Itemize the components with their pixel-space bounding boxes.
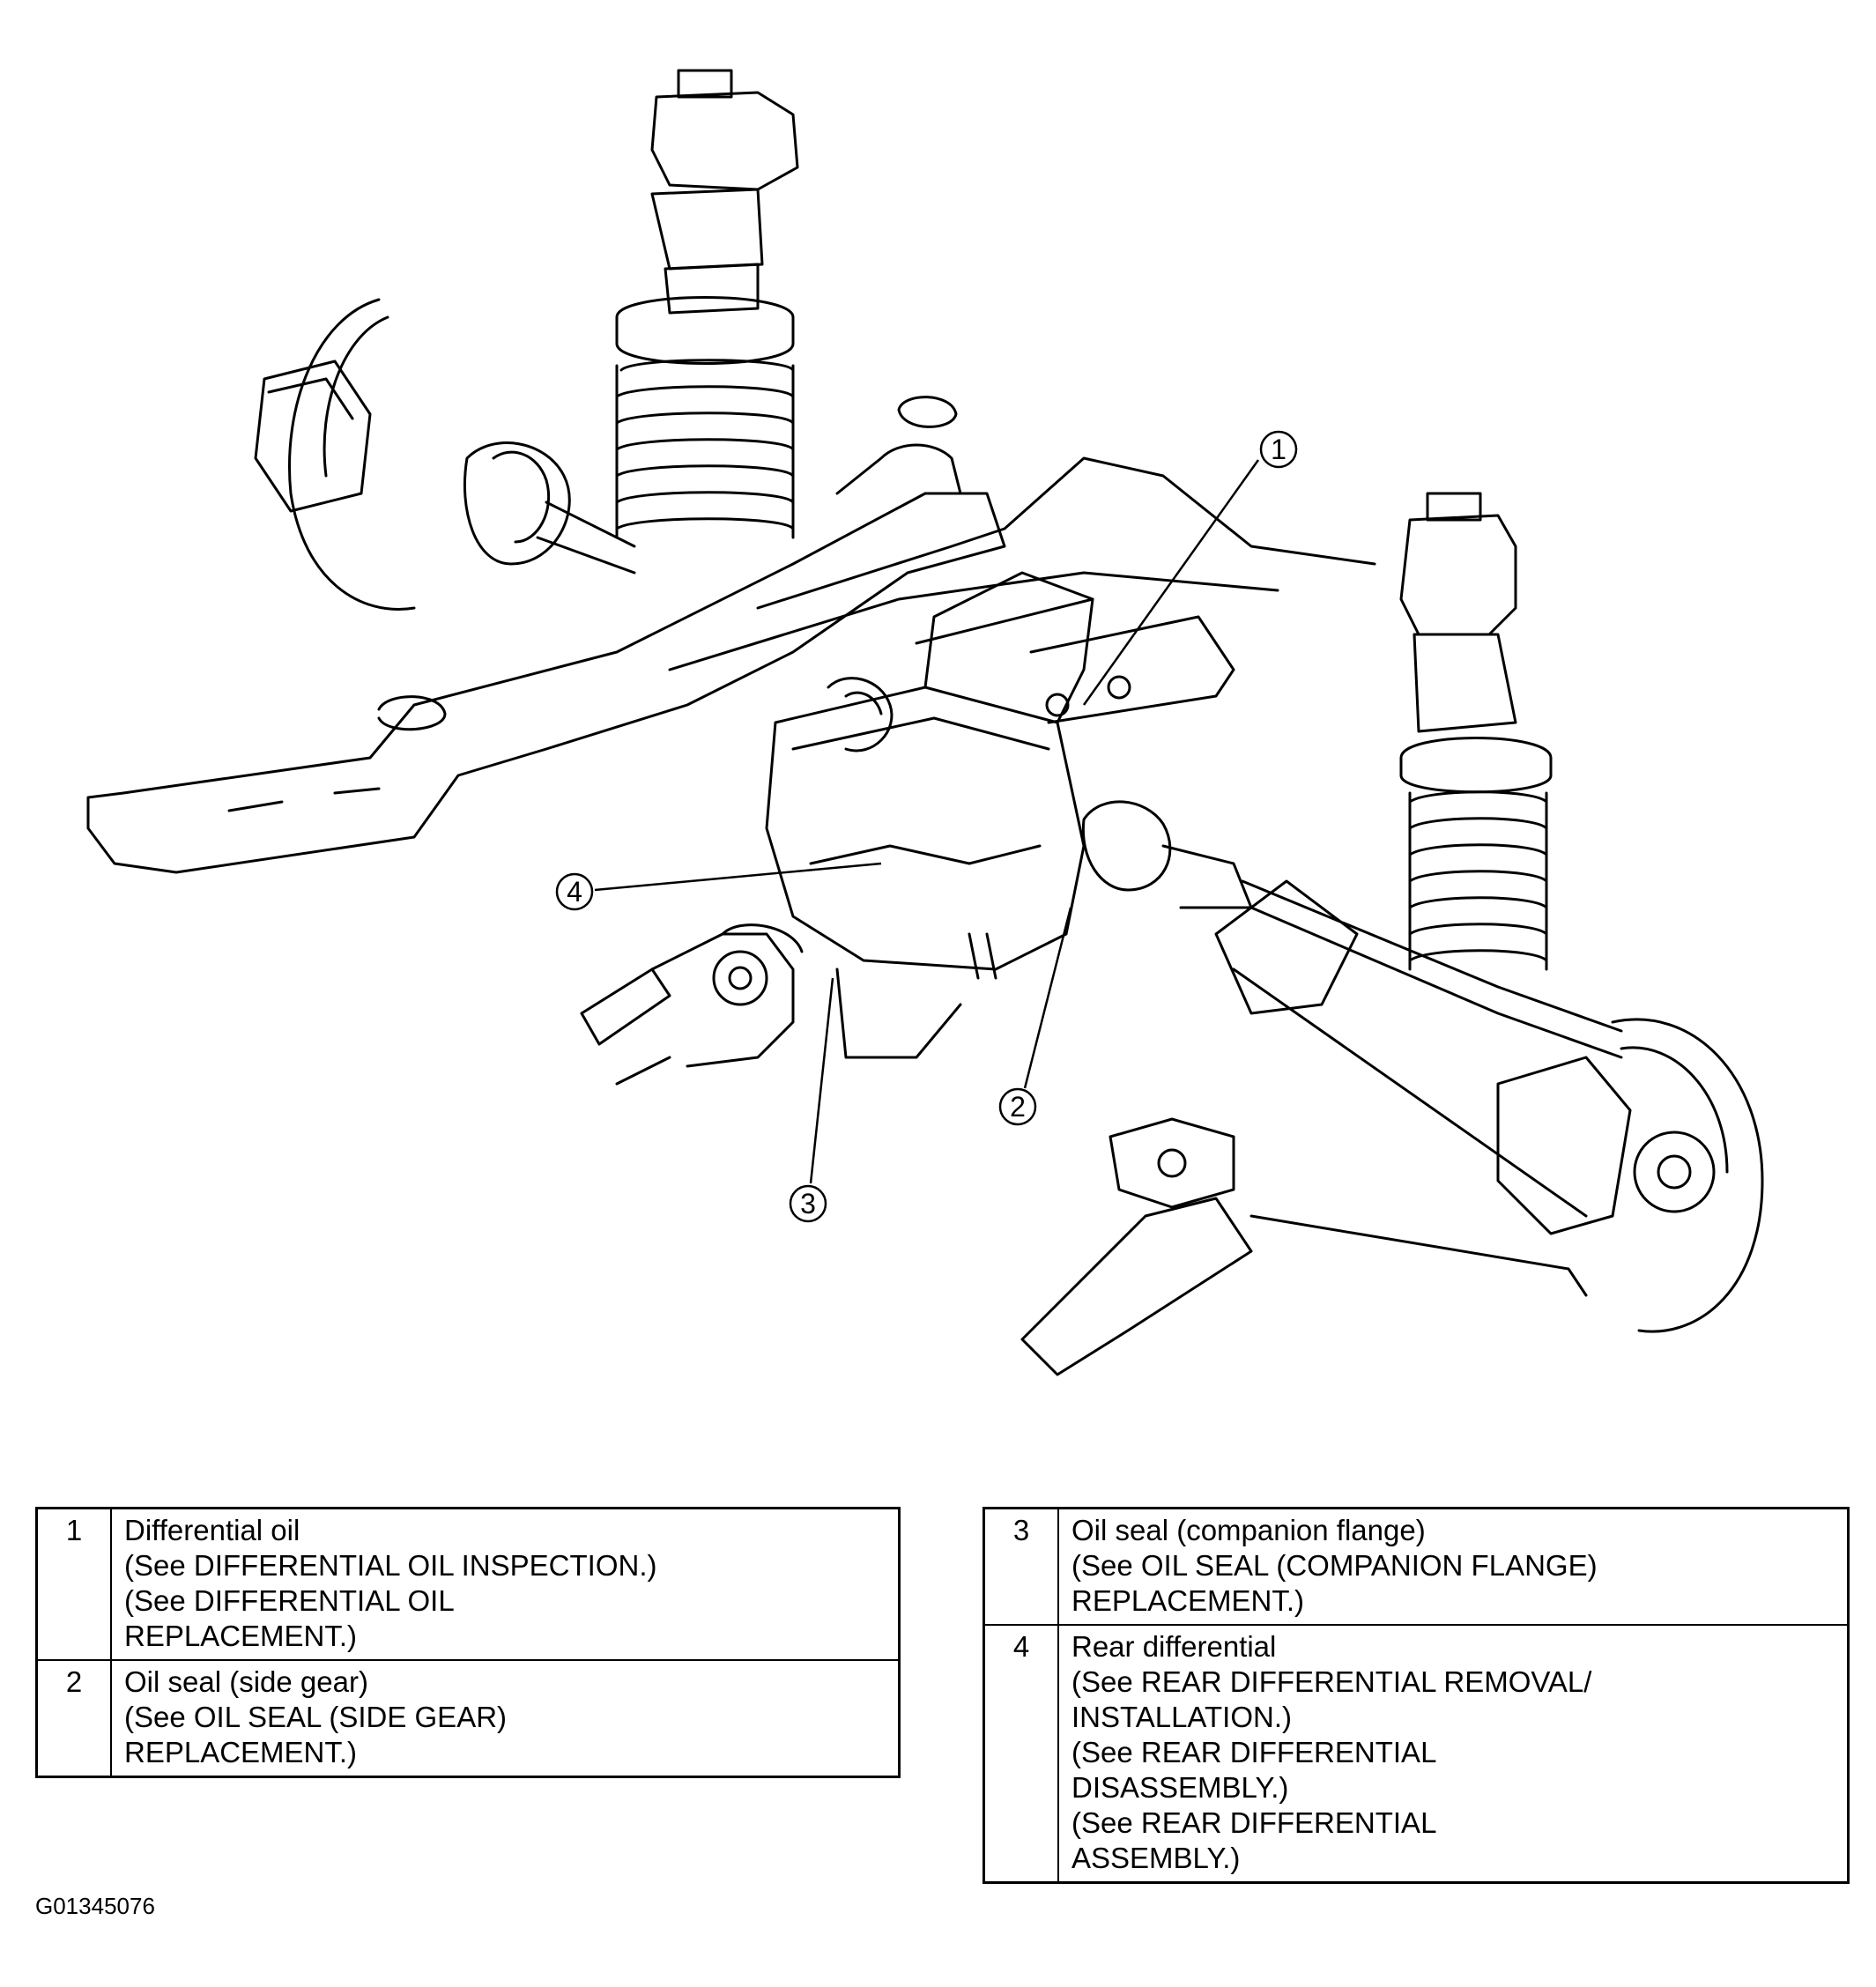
callout-3: 3 <box>789 1184 827 1223</box>
rear-differential-housing <box>765 571 1235 1059</box>
callout-1: 1 <box>1259 430 1298 469</box>
svg-text:1: 1 <box>1271 434 1287 465</box>
legend-reference: REPLACEMENT.) <box>1071 1584 1305 1617</box>
legend-reference: (See OIL SEAL (COMPANION FLANGE) <box>1071 1549 1598 1582</box>
legend-reference: DISASSEMBLY.) <box>1071 1771 1289 1804</box>
legend-reference: REPLACEMENT.) <box>124 1736 358 1768</box>
svg-text:4: 4 <box>567 876 582 908</box>
legend-description: Oil seal (companion flange) (See OIL SEA… <box>1057 1507 1850 1626</box>
right-brake-rotor <box>1496 1018 1764 1333</box>
legend-item-title: Oil seal (side gear) <box>124 1665 368 1698</box>
figure-code: G01345076 <box>35 1893 155 1919</box>
legend-row: 1 Differential oil (See DIFFERENTIAL OIL… <box>35 1507 901 1661</box>
legend-number: 1 <box>35 1507 112 1661</box>
callout-4: 4 <box>555 872 594 911</box>
right-lower-control-arm <box>1020 879 1588 1376</box>
legend-item-title: Oil seal (companion flange) <box>1071 1514 1426 1546</box>
legend-table-right: 3 Oil seal (companion flange) (See OIL S… <box>982 1507 1850 1884</box>
legend-reference: (See REAR DIFFERENTIAL REMOVAL/ <box>1071 1665 1592 1698</box>
svg-text:2: 2 <box>1010 1091 1026 1123</box>
subframe-crossmember <box>86 396 1376 874</box>
left-drive-shaft <box>463 441 636 575</box>
legend-number: 2 <box>35 1659 112 1778</box>
legend-row: 2 Oil seal (side gear) (See OIL SEAL (SI… <box>35 1659 901 1778</box>
legend-description: Rear differential (See REAR DIFFERENTIAL… <box>1057 1624 1850 1884</box>
legend-reference: ASSEMBLY.) <box>1071 1842 1241 1874</box>
left-shock-absorber <box>615 69 799 539</box>
legend-reference: INSTALLATION.) <box>1071 1701 1292 1733</box>
legend-row: 4 Rear differential (See REAR DIFFERENTI… <box>982 1624 1850 1884</box>
left-brake-rotor <box>254 298 416 611</box>
legend-number: 4 <box>982 1624 1059 1884</box>
legend-item-title: Rear differential <box>1071 1630 1277 1663</box>
legend-reference: (See REAR DIFFERENTIAL <box>1071 1806 1437 1839</box>
legend-number: 3 <box>982 1507 1059 1626</box>
left-inner-cv-boot <box>827 677 894 753</box>
legend-description: Oil seal (side gear) (See OIL SEAL (SIDE… <box>110 1659 901 1778</box>
callout-leaders <box>594 459 1260 1184</box>
legend-description: Differential oil (See DIFFERENTIAL OIL I… <box>110 1507 901 1661</box>
legend-table-left: 1 Differential oil (See DIFFERENTIAL OIL… <box>35 1507 901 1778</box>
right-drive-shaft <box>1081 800 1623 1059</box>
legend-reference: (See REAR DIFFERENTIAL <box>1071 1736 1437 1768</box>
svg-text:3: 3 <box>800 1188 816 1220</box>
rear-suspension-diagram: 1 2 3 4 <box>86 69 1764 1376</box>
legend-reference: (See OIL SEAL (SIDE GEAR) <box>124 1701 508 1733</box>
right-shock-absorber <box>1399 492 1553 971</box>
legend-row: 3 Oil seal (companion flange) (See OIL S… <box>982 1507 1850 1626</box>
legend-reference: REPLACEMENT.) <box>124 1620 358 1652</box>
propeller-shaft <box>580 923 804 1086</box>
legend-item-title: Differential oil <box>124 1514 300 1546</box>
callout-2: 2 <box>998 1087 1037 1126</box>
legend-reference: (See DIFFERENTIAL OIL <box>124 1584 455 1617</box>
legend-reference: (See DIFFERENTIAL OIL INSPECTION.) <box>124 1549 657 1582</box>
